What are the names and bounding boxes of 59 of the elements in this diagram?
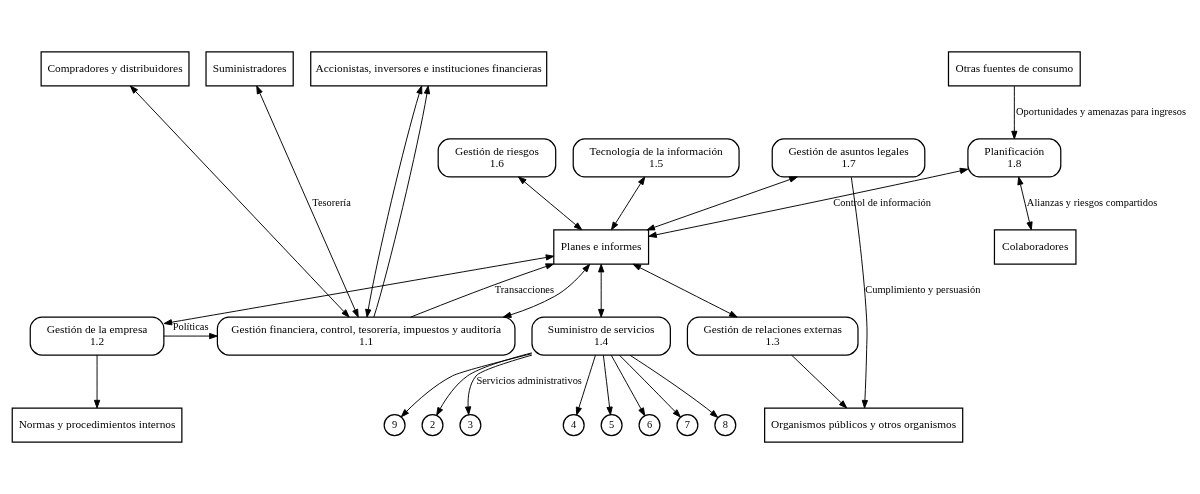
arrow [646, 176, 798, 231]
node-circle: 2 [421, 414, 444, 437]
arrow [373, 85, 431, 318]
edge-label: Políticas [172, 321, 209, 333]
node-circle: 7 [676, 414, 699, 437]
arrow [93, 354, 101, 409]
node-box: Compradores y distribuidores [40, 51, 190, 87]
node-box: Suministradores [205, 51, 294, 87]
edge-label: Alianzas y riesgos compartidos [1026, 197, 1158, 209]
arrow [648, 167, 969, 238]
node-box: Organismos públicos y otros organismos [764, 407, 964, 443]
arrow [400, 353, 533, 418]
arrow [791, 354, 848, 409]
node-box: Planificación 1.8 [967, 138, 1062, 178]
arrow [163, 332, 218, 340]
arrow [256, 85, 359, 318]
arrow [129, 85, 350, 318]
node-box: Planes e informes [553, 229, 650, 265]
node-circle: 6 [638, 414, 661, 437]
node-box: Normas y procedimientos internos [11, 407, 183, 443]
node-box: Suministro de servicios 1.4 [531, 316, 671, 356]
edge-label: Transacciones [494, 284, 555, 296]
node-box: Otras fuentes de consumo [947, 51, 1081, 87]
node-box: Colaboradores [993, 229, 1077, 265]
arrow [502, 263, 591, 318]
arrow [1017, 176, 1033, 231]
arrow [629, 354, 719, 418]
edge-label: Oportunidades y amenazas para ingresos [1016, 106, 1187, 118]
arrow [410, 263, 555, 318]
edge-label: Control de información [833, 197, 931, 209]
edge-label: Cumplimiento y persuasión [865, 284, 981, 296]
arrow [850, 176, 868, 409]
arrow [575, 354, 596, 416]
edge-label: Tesorería [312, 197, 351, 209]
node-circle: 4 [562, 414, 585, 437]
edge-label: Servicios administrativos [476, 375, 582, 387]
node-box: Gestión de la empresa 1.2 [29, 316, 165, 356]
node-circle: 5 [600, 414, 623, 437]
arrow [365, 85, 423, 318]
node-box: Gestión financiera, control, tesorería, impuestos y auditoría 1.1 [216, 316, 516, 356]
arrow [163, 254, 555, 326]
node-circle: 9 [383, 414, 406, 437]
arrow [610, 354, 646, 417]
arrow [610, 176, 646, 231]
node-circle: 8 [714, 414, 737, 437]
arrow [518, 176, 583, 231]
arrow [1011, 85, 1018, 140]
node-box: Tecnología de la información 1.5 [572, 138, 740, 178]
node-box: Gestión de relaciones externas 1.3 [686, 316, 859, 356]
arrow [618, 354, 681, 418]
node-box: Accionistas, inversores e instituciones financieras [310, 51, 548, 87]
node-circle: 3 [459, 414, 482, 437]
node-box: Gestión de riesgos 1.6 [437, 138, 557, 178]
arrow [598, 263, 605, 318]
node-box: Gestión de asuntos legales 1.7 [771, 138, 926, 178]
arrow [632, 263, 738, 318]
arrow [602, 354, 613, 416]
arrow [465, 354, 533, 415]
arrow [436, 352, 533, 416]
